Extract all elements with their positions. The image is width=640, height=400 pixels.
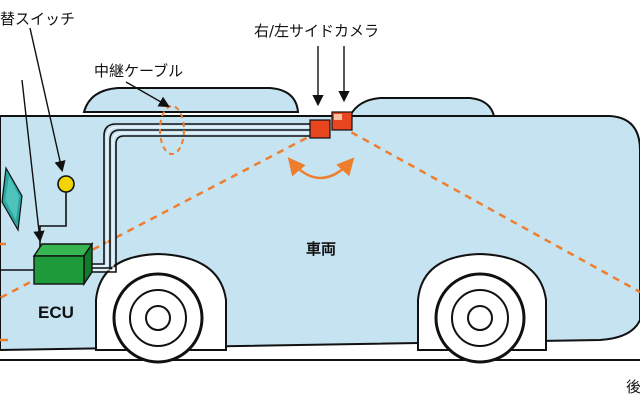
- relay-cable-inner: [82, 126, 318, 271]
- switch-lamp-icon: [57, 175, 75, 193]
- camera-label: 右/左サイドカメラ: [254, 22, 379, 40]
- vehicle-label: 車両: [306, 240, 336, 258]
- monitor-leader: [21, 79, 45, 243]
- roof-unit-rear: [348, 97, 496, 117]
- front-wheel: [112, 272, 204, 364]
- side-camera-icon: [309, 111, 353, 139]
- monitor-icon: [1, 166, 23, 232]
- switch-leader: [29, 27, 66, 173]
- cable-highlight-ellipse: [159, 105, 185, 155]
- camera-view-line-right: [339, 124, 640, 294]
- cable-leader: [125, 81, 170, 108]
- switch-label: 替スイッチ: [0, 10, 75, 28]
- corner-label: 後: [626, 378, 640, 396]
- camera-swing-arrow: [287, 157, 355, 180]
- ecu-label: ECU: [38, 303, 74, 322]
- roof-unit: [82, 87, 300, 113]
- relay-cable: [82, 123, 318, 273]
- rear-wheel: [434, 272, 526, 364]
- ecu-box-icon: [32, 241, 94, 287]
- cable-label: 中継ケーブル: [94, 62, 183, 80]
